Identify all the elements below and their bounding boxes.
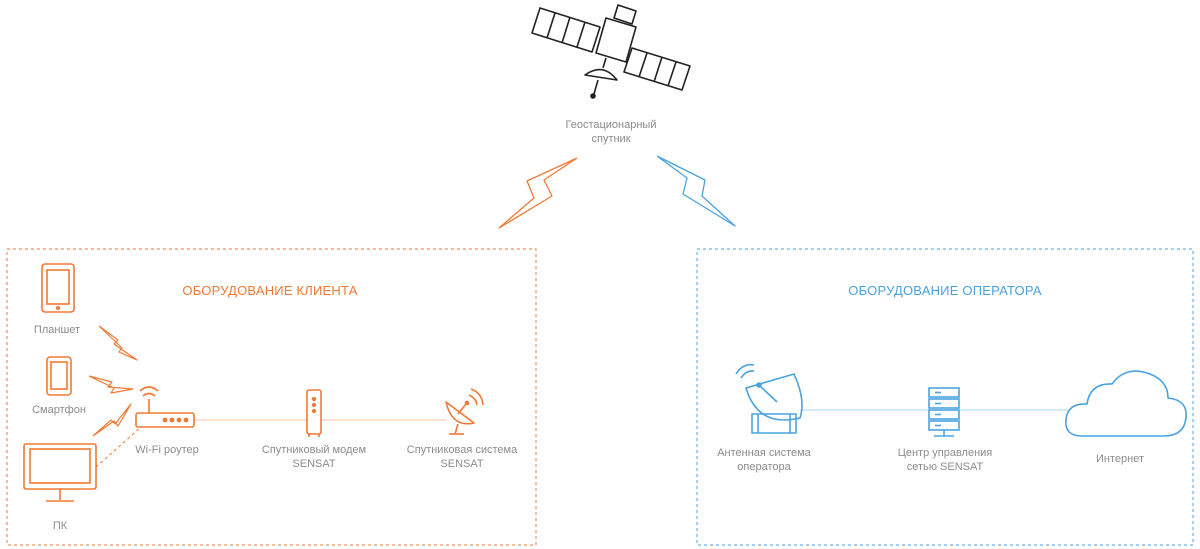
satellite-label: Геостационарный спутник: [566, 118, 657, 146]
modem-label-line1: Спутниковый модем: [261, 444, 367, 456]
client-dish-label-line1: Спутниковая система: [406, 444, 518, 456]
wifi-router-icon: [135, 386, 195, 428]
operator-equipment-box: [696, 248, 1194, 546]
modem-label-line2: SENSAT: [292, 458, 336, 470]
control-center-label-line2: сетью SENSAT: [906, 461, 984, 473]
operator-antenna-label: Антенная система оператора: [717, 446, 811, 474]
satellite-icon: [531, 4, 691, 99]
router-label: Wi-Fi роутер: [135, 444, 199, 456]
client-satellite-dish-icon: [445, 388, 484, 435]
client-equipment-title: ОБОРУДОВАНИЕ КЛИЕНТА: [182, 283, 358, 298]
modem-label: Спутниковый модем SENSAT: [262, 443, 366, 471]
operator-equipment-title: ОБОРУДОВАНИЕ ОПЕРАТОРА: [848, 283, 1042, 298]
tablet-label: Планшет: [33, 324, 81, 336]
pc-monitor-icon: [23, 443, 97, 502]
satellite-label-line1: Геостационарный: [565, 119, 657, 131]
satellite-label-line2: спутник: [591, 133, 631, 145]
operator-link-lightning-icon: [656, 155, 736, 227]
smartphone-label: Смартфон: [32, 404, 86, 416]
pc-label: ПК: [52, 520, 68, 532]
operator-antenna-icon: [735, 363, 803, 434]
tablet-icon: [41, 263, 75, 313]
server-rack-icon: [928, 387, 960, 437]
internet-cloud-icon: [1065, 370, 1187, 437]
wireless-signal-icons: [88, 325, 138, 437]
control-center-label-line1: Центр управления: [897, 447, 993, 459]
smartphone-icon: [46, 356, 72, 396]
client-link-lightning-icon: [498, 157, 578, 229]
client-equipment-box: [6, 248, 537, 546]
operator-antenna-label-line2: оператора: [737, 461, 791, 473]
client-dish-label-line2: SENSAT: [440, 458, 484, 470]
operator-antenna-label-line1: Антенная система: [717, 447, 811, 459]
control-center-label: Центр управления сетью SENSAT: [898, 446, 993, 474]
internet-label: Интернет: [1096, 453, 1144, 465]
client-dish-label: Спутниковая система SENSAT: [407, 443, 517, 471]
pc-router-link: [95, 427, 141, 468]
satellite-modem-icon: [306, 389, 322, 437]
